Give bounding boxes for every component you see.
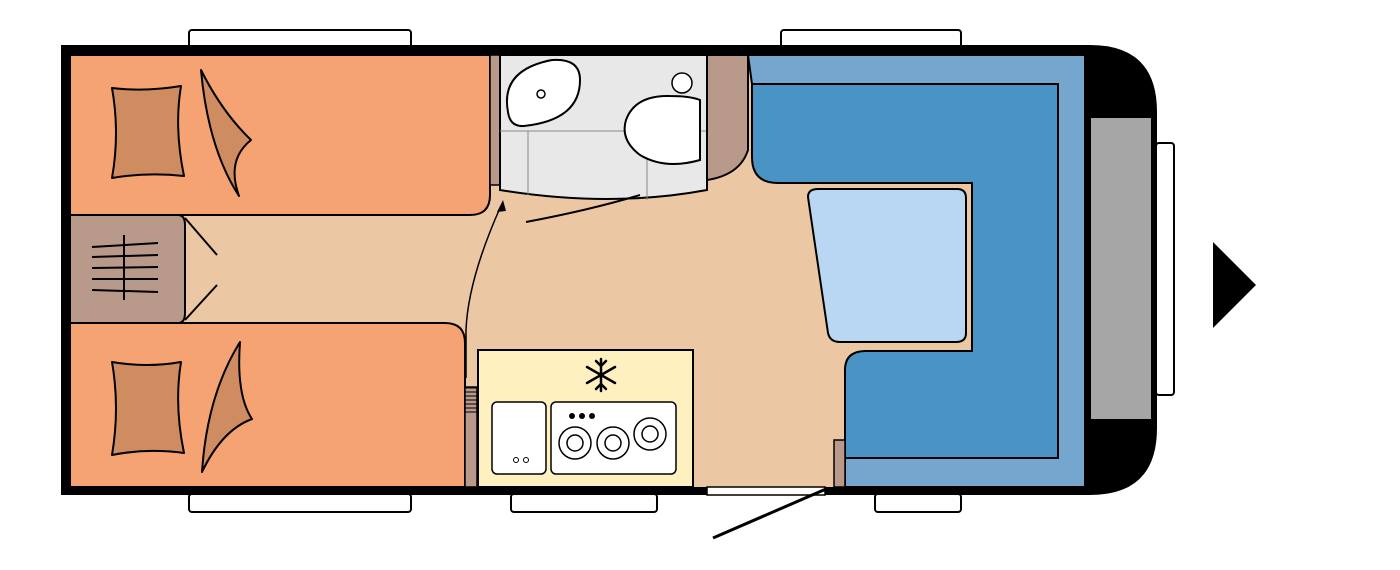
arrow-icon — [465, 200, 506, 378]
door-swing — [712, 487, 827, 540]
window-bottom-right — [874, 493, 962, 513]
cupboard-top — [706, 54, 749, 182]
direction-arrow-icon — [1213, 242, 1256, 328]
bathroom-wall-strip — [489, 54, 501, 186]
snowflake-icon — [585, 357, 617, 393]
shelf-icon — [91, 235, 159, 300]
wardrobe-door-left — [184, 217, 218, 256]
kitchen-sink — [491, 401, 547, 475]
spring-icon — [465, 387, 477, 413]
pillow-icon — [111, 69, 252, 197]
entrance-door[interactable] — [706, 486, 826, 496]
window-front — [1155, 142, 1175, 396]
toilet-icon — [623, 72, 701, 165]
kitchen-wall-strip — [464, 386, 478, 488]
door-post — [833, 439, 846, 488]
sink-icon — [506, 58, 582, 128]
window-bottom-middle — [510, 493, 658, 513]
bathroom-door-swing — [525, 194, 641, 223]
drawbar-box — [1089, 116, 1153, 421]
table — [806, 188, 967, 343]
pillow-icon — [111, 341, 253, 473]
window-bottom-left — [188, 493, 412, 513]
wardrobe-shelf — [69, 214, 186, 324]
wardrobe-door-right — [184, 284, 218, 321]
burner-icon — [558, 417, 667, 460]
seating — [751, 83, 1059, 459]
